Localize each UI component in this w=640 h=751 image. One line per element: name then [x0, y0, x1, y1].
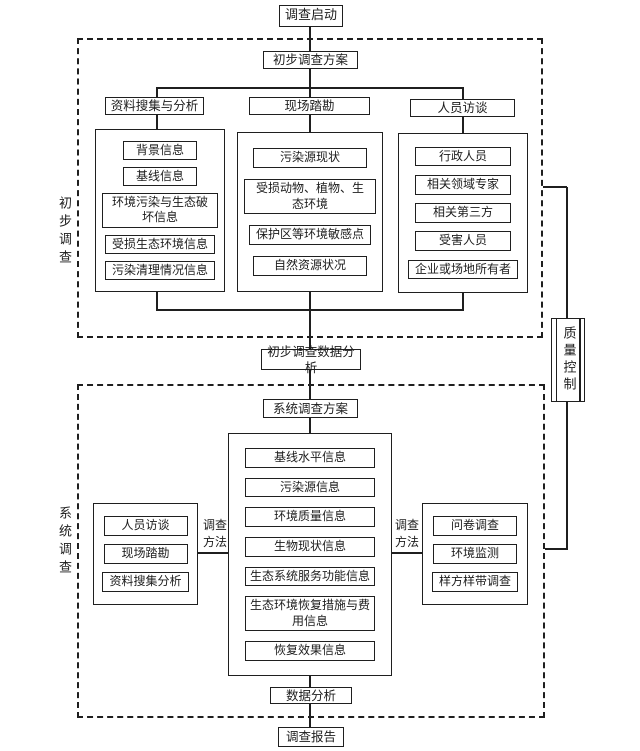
connector-line: [309, 69, 311, 88]
connector-line: [309, 418, 311, 434]
system-left-methods-group: 人员访谈 现场踏勘 资料搜集分析: [93, 503, 198, 605]
connector-line: [309, 27, 311, 53]
node-prelim-data-analysis: 初步调查数据分析: [261, 344, 361, 375]
flow-node: 背景信息: [123, 140, 197, 161]
flow-node: 企业或场地所有者: [407, 259, 518, 280]
connector-line: [543, 186, 567, 188]
connector-line: [309, 310, 311, 350]
connector-line: [392, 552, 422, 554]
prelim-col2-container: 污染源现状 受损动物、植物、生态环境 保护区等环境敏感点 自然资源状况: [237, 132, 383, 292]
flow-node: 环境污染与生态破坏信息: [102, 192, 218, 229]
node-prelim-col2-header: 现场踏勘: [249, 97, 370, 115]
flow-node: 生物现状信息: [245, 536, 375, 557]
flow-node: 生态系统服务功能信息: [245, 566, 375, 587]
double-bar-right: [579, 319, 581, 401]
connector-line: [566, 402, 568, 550]
connector-line: [309, 292, 311, 311]
flow-node: 自然资源状况: [253, 256, 367, 276]
connector-line: [309, 88, 311, 98]
connector-line: [462, 88, 464, 101]
node-prelim-col1-header: 资料搜集与分析: [105, 97, 204, 115]
right-methods-label: 调查方法: [394, 518, 419, 549]
quality-control-label: 质量控制: [560, 326, 576, 394]
node-system-plan: 系统调查方案: [263, 399, 358, 418]
node-survey-report: 调查报告: [278, 727, 344, 747]
flow-node: 样方样带调查: [431, 572, 518, 592]
flow-node: 保护区等环境敏感点: [248, 225, 371, 245]
flow-node: 相关领域专家: [415, 174, 511, 195]
flow-node: 基线水平信息: [245, 448, 375, 468]
flow-node: 污染源现状: [253, 148, 367, 168]
node-data-analysis: 数据分析: [270, 687, 352, 704]
left-methods-label: 调查方法: [202, 518, 227, 549]
node-prelim-col3-header: 人员访谈: [410, 99, 515, 117]
connector-line: [309, 676, 311, 688]
node-survey-start: 调查启动: [279, 5, 343, 27]
connector-line: [566, 187, 568, 318]
system-phase-side-label: 系统调查: [56, 506, 71, 578]
flow-node: 行政人员: [415, 146, 511, 167]
connector-line: [198, 552, 230, 554]
system-info-container: 基线水平信息 污染源信息 环境质量信息 生物现状信息 生态系统服务功能信息 生态…: [228, 433, 392, 676]
flow-node: 受损生态环境信息: [104, 234, 215, 255]
node-prelim-plan: 初步调查方案: [263, 51, 358, 69]
flow-node: 环境质量信息: [245, 507, 375, 527]
flow-node: 现场踏勘: [103, 544, 188, 564]
system-right-methods-group: 问卷调查 环境监测 样方样带调查: [422, 503, 528, 605]
system-phase-frame: [77, 384, 545, 718]
flow-node: 人员访谈: [103, 516, 188, 536]
flow-node: 受损动物、植物、生态环境: [244, 179, 376, 215]
connector-line: [156, 87, 464, 89]
flow-node: 污染清理情况信息: [104, 260, 215, 281]
connector-line: [462, 117, 464, 134]
prelim-col1-container: 背景信息 基线信息 环境污染与生态破坏信息 受损生态环境信息 污染清理情况信息: [95, 129, 225, 292]
node-quality-control: 质量控制: [551, 318, 585, 402]
connector-line: [309, 115, 311, 133]
double-bar-left: [555, 319, 557, 401]
connector-line: [156, 309, 464, 311]
flow-node: 问卷调查: [433, 516, 517, 536]
prelim-phase-side-label: 初步调查: [56, 196, 71, 268]
flow-node: 相关第三方: [415, 203, 511, 223]
flow-node: 生态环境恢复措施与费用信息: [245, 596, 375, 632]
flow-node: 资料搜集分析: [102, 572, 189, 592]
flow-node: 基线信息: [123, 166, 197, 187]
connector-line: [156, 292, 158, 311]
prelim-phase-frame: [77, 38, 543, 338]
flow-node: 受害人员: [415, 231, 511, 252]
connector-line: [156, 88, 158, 98]
flow-node: 污染源信息: [245, 477, 375, 498]
connector-line: [156, 115, 158, 130]
connector-line: [309, 702, 311, 728]
connector-line: [462, 293, 464, 311]
flow-node: 恢复效果信息: [245, 641, 375, 661]
connector-line: [545, 548, 567, 550]
prelim-col3-container: 行政人员 相关领域专家 相关第三方 受害人员 企业或场地所有者: [398, 133, 528, 293]
flow-node: 环境监测: [433, 544, 517, 564]
